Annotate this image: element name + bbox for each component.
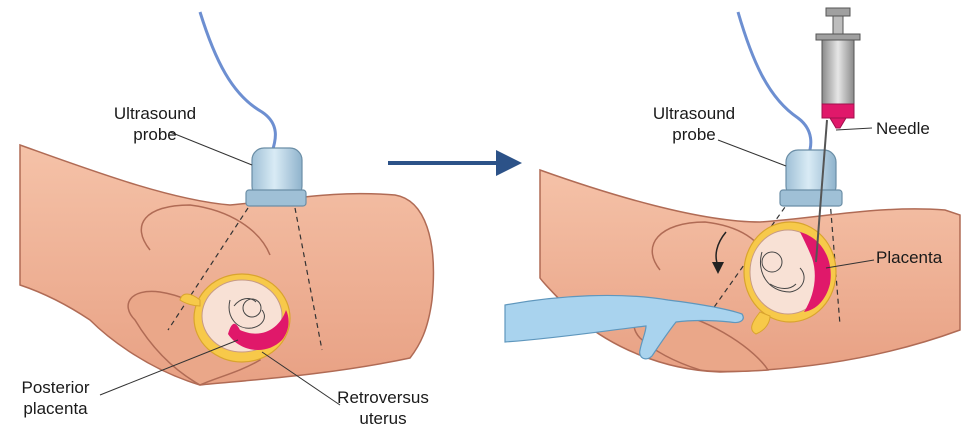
placenta-label-text: Placenta — [876, 248, 942, 267]
needle-leader — [836, 128, 872, 130]
retro-label-line1: Retroversus — [328, 387, 438, 408]
retroversus-uterus-label: Retroversus uterus — [328, 387, 438, 429]
right-panel — [505, 8, 960, 372]
posterior-label-line2: placenta — [8, 398, 103, 419]
left-ultrasound-probe — [246, 148, 306, 206]
left-probe-label-line2: probe — [95, 124, 215, 145]
left-probe-label-line1: Ultrasound — [95, 103, 215, 124]
placenta-label: Placenta — [876, 247, 942, 268]
left-panel — [20, 12, 433, 405]
right-probe-label: Ultrasound probe — [634, 103, 754, 145]
transition-arrow — [388, 150, 522, 176]
left-probe-label: Ultrasound probe — [95, 103, 215, 145]
right-ultrasound-probe — [780, 150, 842, 206]
right-probe-label-line1: Ultrasound — [634, 103, 754, 124]
needle-label: Needle — [876, 118, 930, 139]
posterior-placenta-label: Posterior placenta — [8, 377, 103, 419]
right-probe-label-line2: probe — [634, 124, 754, 145]
syringe — [816, 8, 860, 128]
posterior-label-line1: Posterior — [8, 377, 103, 398]
retro-label-line2: uterus — [328, 408, 438, 429]
needle-label-text: Needle — [876, 119, 930, 138]
